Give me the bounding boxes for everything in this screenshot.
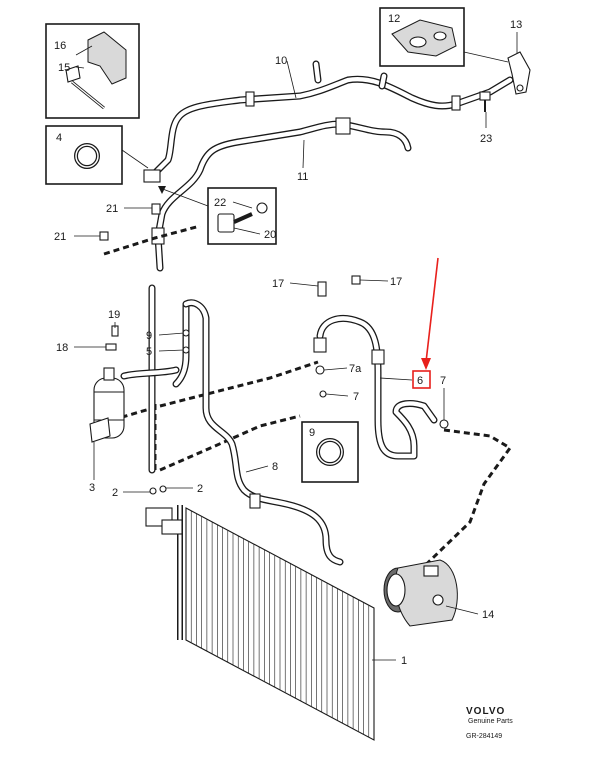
label-9b: 9 (309, 427, 315, 439)
label-9a: 9 (146, 330, 152, 342)
condenser-1 (145, 505, 375, 741)
label-7-right: 7 (440, 375, 446, 387)
label-17a: 17 (272, 278, 284, 290)
hose-10 (146, 60, 514, 182)
label-7a: 7a (349, 363, 362, 375)
label-13: 13 (510, 19, 522, 31)
label-20: 20 (264, 229, 276, 241)
brand-logo: VOLVO (466, 706, 505, 717)
pipe-left (120, 284, 190, 474)
pipe-8 (182, 299, 344, 566)
label-17b: 17 (390, 276, 402, 288)
label-12: 12 (388, 13, 400, 25)
label-6: 6 (417, 375, 423, 387)
label-1: 1 (401, 655, 407, 667)
inset-12-bracket (379, 7, 465, 67)
brand-tagline: Genuine Parts (468, 718, 513, 725)
label-21b: 21 (54, 231, 66, 243)
fittings (99, 203, 449, 495)
label-8: 8 (272, 461, 278, 473)
label-16: 16 (54, 40, 66, 52)
label-14: 14 (482, 609, 494, 621)
inset-9-oring (301, 421, 359, 483)
inset-16-15 (45, 23, 140, 119)
label-3: 3 (89, 482, 95, 494)
bracket-13 (507, 51, 531, 95)
leaders (74, 32, 518, 661)
label-10: 10 (275, 55, 287, 67)
label-19: 19 (108, 309, 120, 321)
inset-4-oring (45, 125, 123, 185)
hose-11 (143, 117, 412, 272)
label-5: 5 (146, 346, 152, 358)
receiver-drier-3 (89, 367, 125, 443)
label-11: 11 (297, 171, 308, 183)
label-2-right: 2 (197, 483, 203, 495)
pipe-6 (313, 315, 438, 460)
bolt-23 (479, 91, 491, 112)
label-2-left: 2 (112, 487, 118, 499)
highlight-callout (412, 257, 439, 389)
label-4: 4 (56, 132, 62, 144)
label-7-left: 7 (353, 391, 359, 403)
label-21a: 21 (106, 203, 118, 215)
label-18: 18 (56, 342, 68, 354)
label-22: 22 (214, 197, 226, 209)
label-15: 15 (58, 62, 70, 74)
compressor-14 (383, 559, 458, 627)
diagram-reference: GR-284149 (466, 733, 502, 740)
label-23: 23 (480, 133, 492, 145)
inset-22-20 (207, 187, 277, 245)
